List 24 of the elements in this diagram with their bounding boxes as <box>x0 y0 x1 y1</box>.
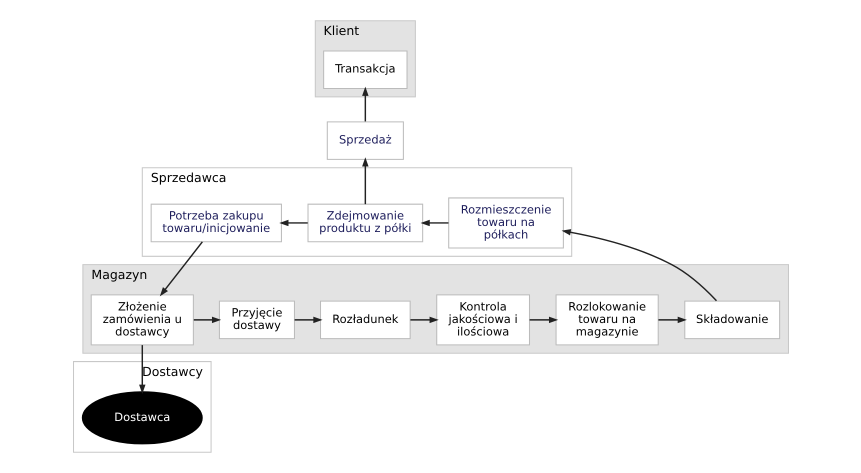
node-box: Rozlokowanie towaru na magazynie <box>555 294 658 346</box>
arrow <box>138 345 146 394</box>
node-box: Zdejmowanie produktu z półki <box>307 204 423 242</box>
arrow <box>561 229 717 302</box>
node-box: Transakcja <box>322 50 408 90</box>
arrow <box>278 220 308 226</box>
arrow <box>362 157 368 204</box>
node-box: Sprzedaż <box>326 121 404 160</box>
node-ellipse: Dostawca <box>81 391 202 444</box>
arrow <box>362 86 368 122</box>
node-box: Rozładunek <box>320 300 410 340</box>
arrow <box>193 316 221 324</box>
node-box: Przyjęcie dostawy <box>218 300 294 340</box>
node-box: Rozmieszczenie towaru na półkach <box>448 197 564 248</box>
arrow <box>658 316 686 324</box>
arrow <box>159 241 202 296</box>
node-box: Składowanie <box>684 300 780 340</box>
node-box: Kontrola jakościowa i ilościowa <box>436 294 530 346</box>
node-box: Złożenie zamówienia u dostawcy <box>90 294 194 346</box>
node-box: Potrzeba zakupu towaru/inicjowanie <box>150 204 282 242</box>
arrow <box>529 316 558 324</box>
arrow <box>410 316 438 324</box>
arrow <box>294 316 322 324</box>
arrow <box>420 220 448 226</box>
